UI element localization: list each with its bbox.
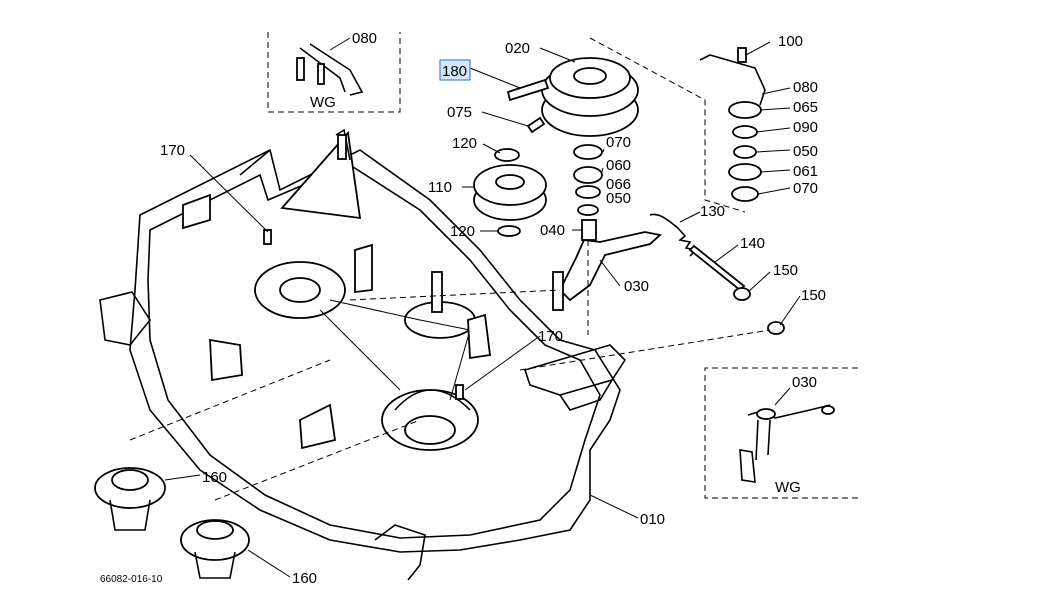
callout-150-b: 150 xyxy=(801,287,826,304)
callout-180-highlight xyxy=(439,59,471,81)
spindle-housings xyxy=(94,359,421,579)
callout-065: 065 xyxy=(793,99,818,116)
callout-160-lower: 160 xyxy=(292,570,317,587)
figure-id: 66082-016-10 xyxy=(100,574,163,585)
wg-label-bottom: WG xyxy=(775,479,801,496)
callout-010: 010 xyxy=(640,511,665,528)
callout-040: 040 xyxy=(540,222,565,239)
callout-120-upper: 120 xyxy=(452,135,477,152)
callout-140: 140 xyxy=(740,235,765,252)
callout-060: 060 xyxy=(606,157,631,174)
callout-120-lower: 120 xyxy=(450,223,475,240)
callout-080-wg: 080 xyxy=(352,30,377,47)
callout-050-b: 050 xyxy=(793,143,818,160)
wg-inset-bottom-right: 030 WG xyxy=(704,367,858,499)
callout-050-a: 050 xyxy=(606,190,631,207)
callout-labels: 180 020 075 120 110 120 070 060 066 050 … xyxy=(100,33,826,587)
callout-030-main: 030 xyxy=(624,278,649,295)
callout-020: 020 xyxy=(505,40,530,57)
callout-150-a: 150 xyxy=(773,262,798,279)
callout-130: 130 xyxy=(700,203,725,220)
pulley-assembly-parts xyxy=(349,37,785,371)
callout-180: 180 xyxy=(442,63,467,80)
callout-066: 066 xyxy=(606,176,631,193)
leader-lines xyxy=(164,41,801,578)
mower-deck-body xyxy=(99,128,627,581)
callout-110: 110 xyxy=(428,179,452,196)
wg-label-top: WG xyxy=(310,94,336,111)
callout-070-a: 070 xyxy=(606,134,631,151)
callout-100: 100 xyxy=(778,33,803,50)
callout-070-b: 070 xyxy=(793,180,818,197)
wg-inset-top-left: 080 WG xyxy=(267,30,401,113)
callout-160-upper: 160 xyxy=(202,469,227,486)
callout-080: 080 xyxy=(793,79,818,96)
callout-061: 061 xyxy=(793,163,818,180)
callout-075: 075 xyxy=(447,104,472,121)
callout-090: 090 xyxy=(793,119,818,136)
callout-030-wg: 030 xyxy=(792,374,817,391)
callout-170-center: 170 xyxy=(538,328,563,345)
callout-170-left: 170 xyxy=(160,142,185,159)
